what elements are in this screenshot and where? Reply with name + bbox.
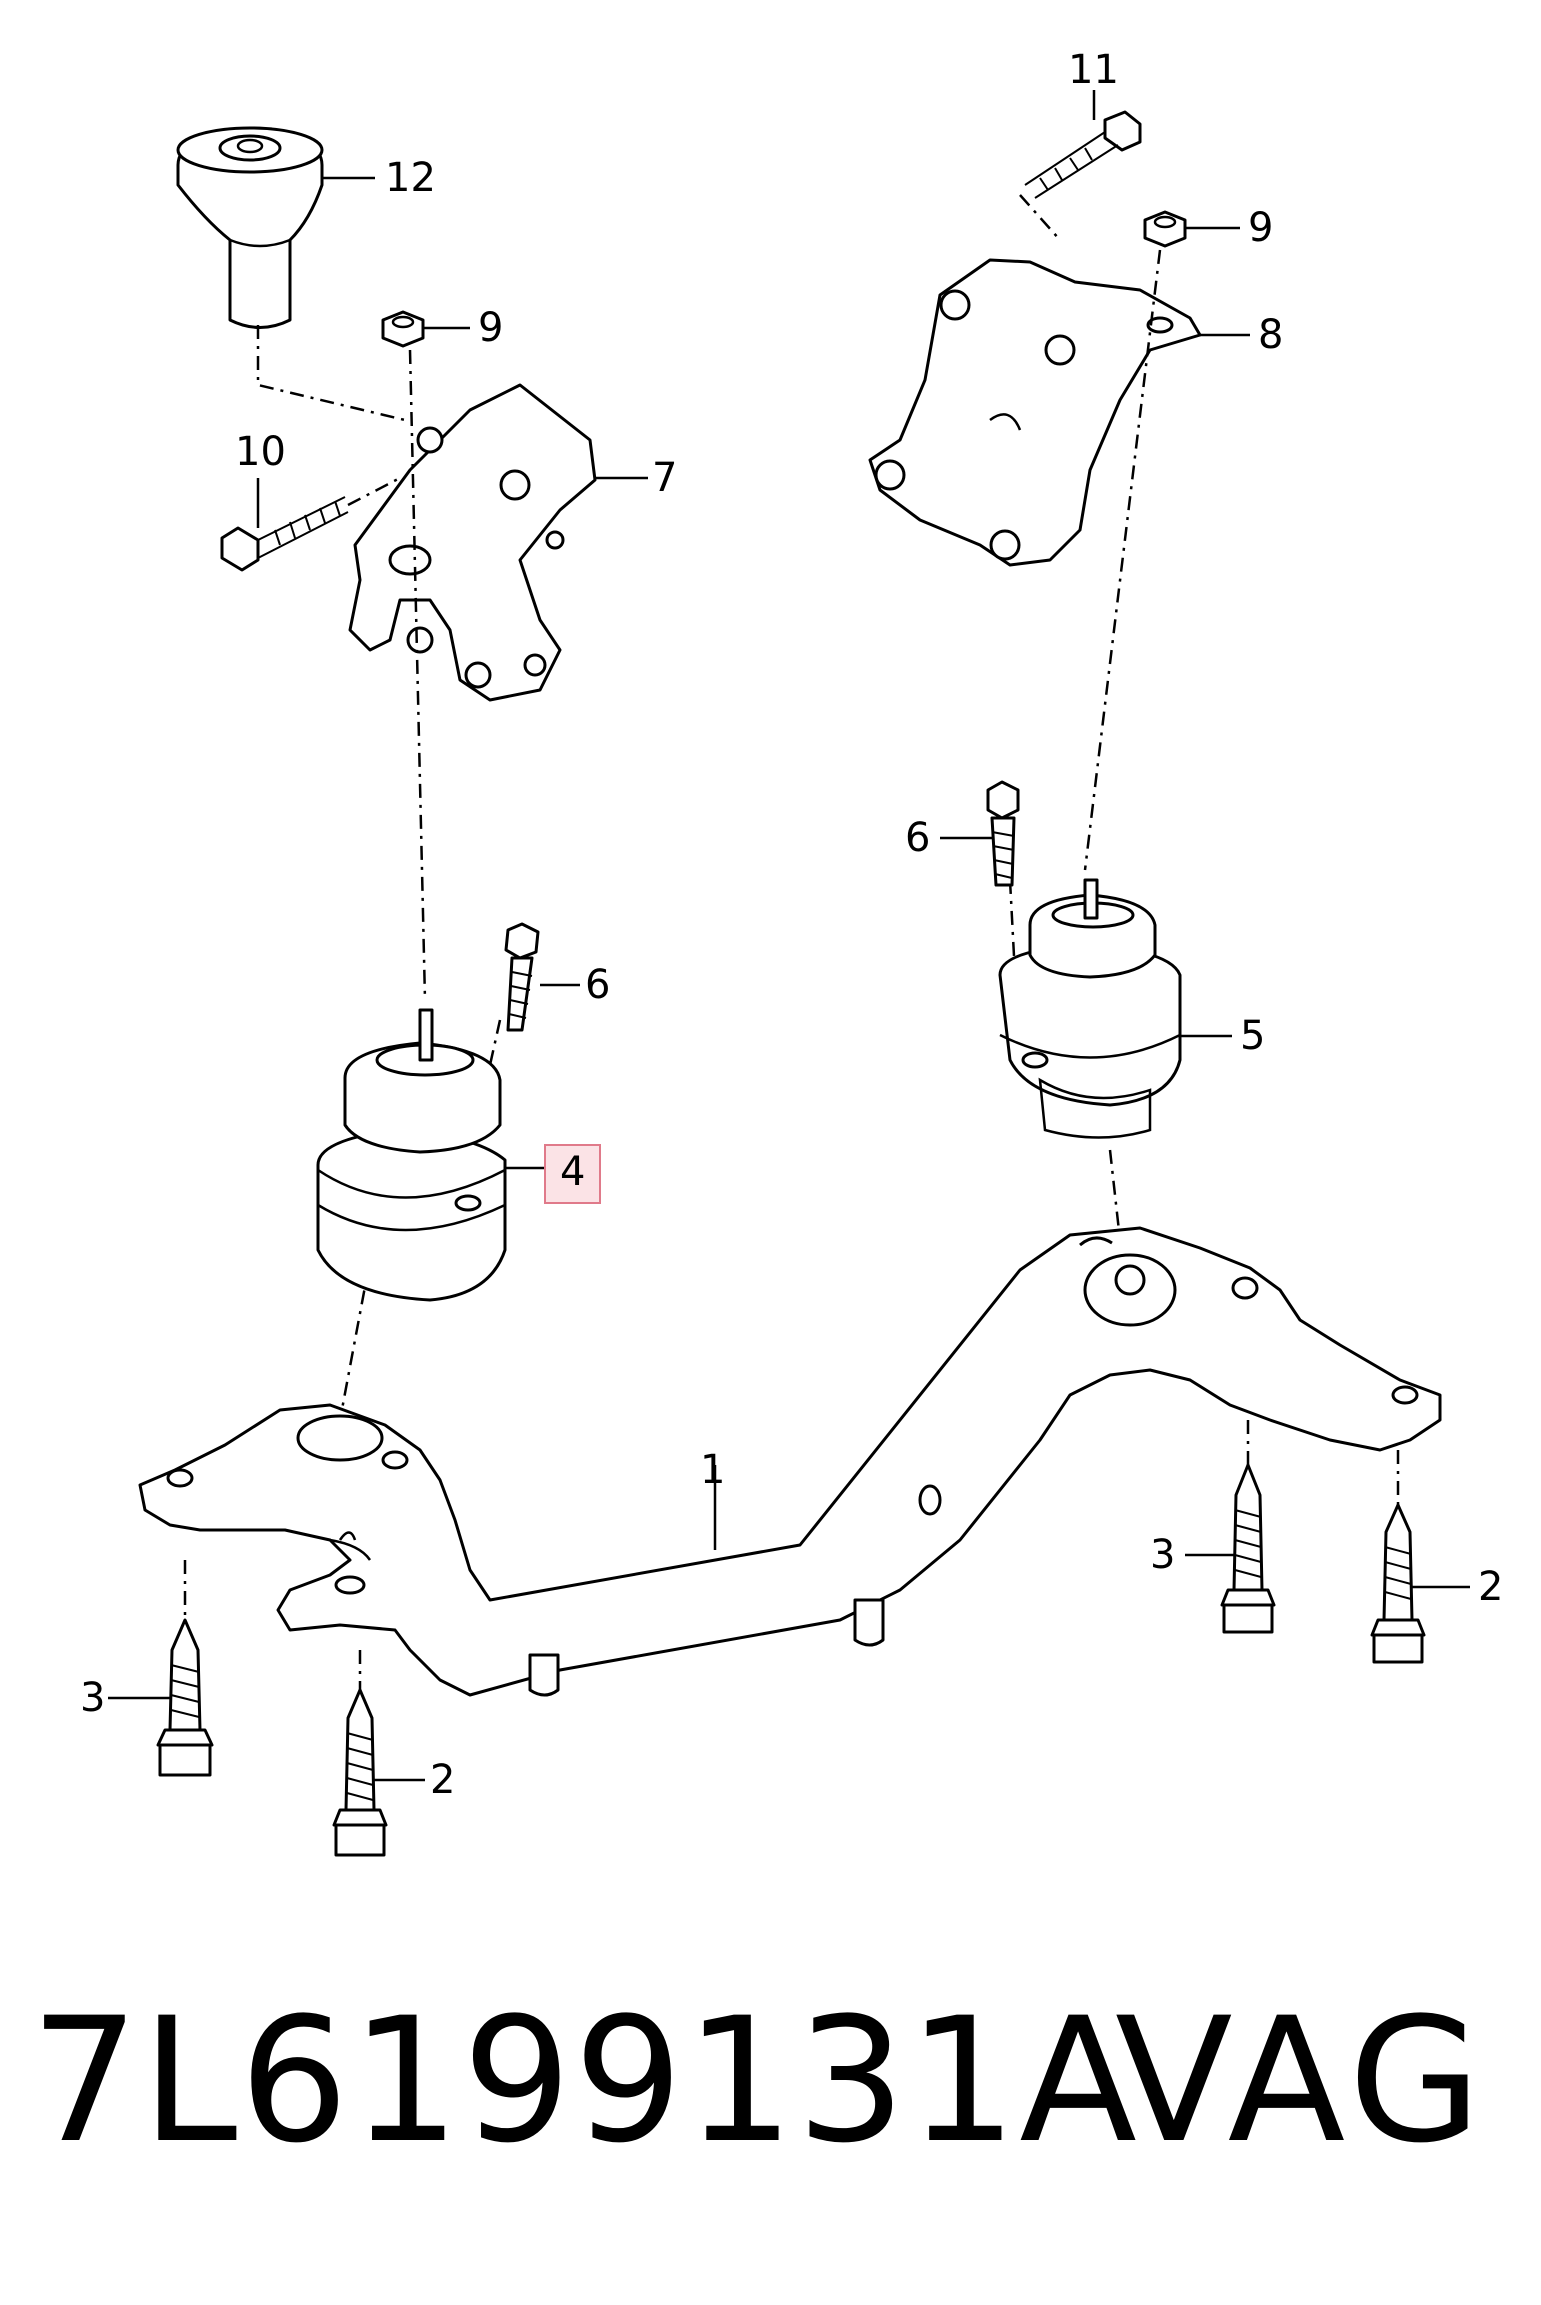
part-2-bolt-right bbox=[1370, 1450, 1470, 1664]
callout-3-left: 3 bbox=[80, 1675, 106, 1721]
callout-11: 11 bbox=[1068, 47, 1119, 93]
callout-2-left: 2 bbox=[430, 1757, 456, 1803]
part-9-nut-left bbox=[381, 310, 470, 348]
brand-label: VAG bbox=[1115, 1980, 1488, 2181]
callout-4-highlighted: 4 bbox=[544, 1144, 602, 1204]
part-1-subframe bbox=[138, 1226, 1442, 1697]
part-8-bracket-right bbox=[868, 258, 1250, 567]
part-number-label: 7L6199131A bbox=[30, 1980, 1139, 2181]
part-4-engine-mount bbox=[316, 1008, 548, 1302]
part-3-bolt-left bbox=[108, 1560, 214, 1777]
callout-10: 10 bbox=[235, 429, 286, 475]
callout-8: 8 bbox=[1258, 312, 1284, 358]
callout-3-right: 3 bbox=[1150, 1532, 1176, 1578]
part-12-bump-stop bbox=[176, 126, 375, 329]
part-10-bolt-left bbox=[220, 476, 401, 572]
part-11-bolt-right bbox=[1019, 90, 1142, 241]
alignment-line-bump bbox=[256, 325, 406, 422]
part-3-bolt-right bbox=[1185, 1420, 1276, 1634]
part-7-bracket-left bbox=[348, 383, 648, 702]
callout-12: 12 bbox=[385, 155, 436, 201]
alignment-line-right bbox=[1083, 249, 1162, 871]
callout-9-left: 9 bbox=[478, 305, 504, 351]
part-6-bolt-right bbox=[940, 780, 1020, 887]
part-5-engine-mount bbox=[998, 878, 1232, 1139]
part-9-nut-right bbox=[1143, 210, 1240, 248]
alignment-line-mount5 bbox=[1108, 1149, 1122, 1241]
callout-6-right: 6 bbox=[905, 815, 931, 861]
callout-2-right: 2 bbox=[1478, 1564, 1504, 1610]
callout-1: 1 bbox=[700, 1447, 726, 1493]
part-2-bolt-left bbox=[332, 1650, 425, 1857]
alignment-line-mount4 bbox=[338, 1259, 372, 1421]
callout-7: 7 bbox=[652, 455, 678, 501]
part-6-bolt-left bbox=[504, 922, 580, 1032]
callout-9-right: 9 bbox=[1248, 205, 1274, 251]
callout-6-left: 6 bbox=[585, 962, 611, 1008]
callout-5: 5 bbox=[1240, 1013, 1266, 1059]
